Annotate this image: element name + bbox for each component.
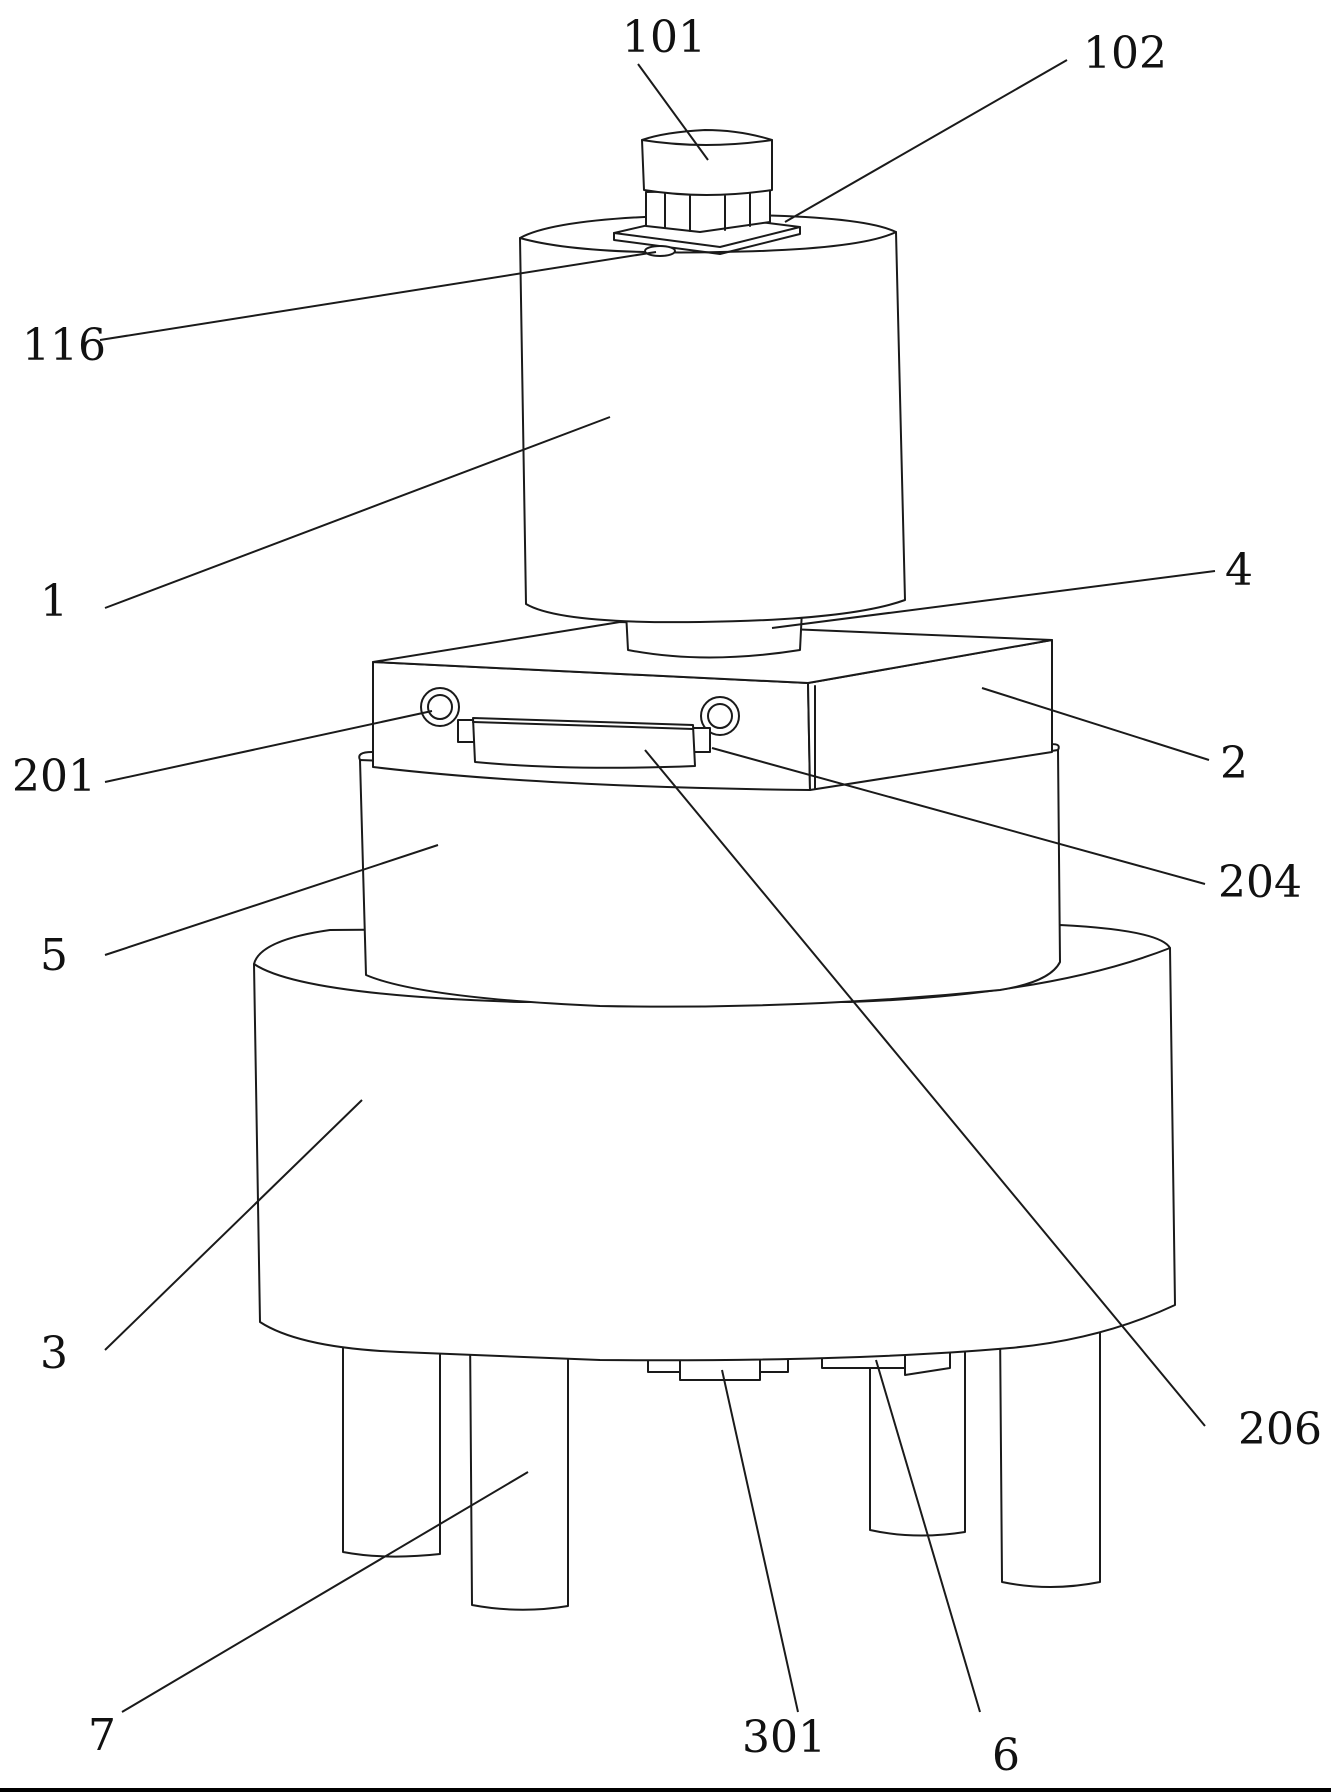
leader-201 [104, 710, 433, 783]
label-7: 7 [88, 1710, 116, 1761]
leader-101 [637, 63, 709, 161]
circle-right [700, 696, 740, 736]
leader-102 [784, 59, 1068, 223]
labels: 101 102 116 1 4 2 201 204 5 3 206 7 301 … [12, 12, 1322, 1781]
leader-1 [104, 416, 611, 609]
leader-204 [711, 747, 1206, 885]
leader-3 [104, 1099, 363, 1351]
top-assembly [613, 129, 801, 257]
label-5: 5 [40, 930, 68, 981]
sensor-116 [644, 245, 676, 257]
leg-back-left [342, 1319, 441, 1558]
middle-cylinder [358, 743, 1061, 1008]
leg-front-right [999, 1319, 1101, 1588]
label-206: 206 [1238, 1404, 1322, 1455]
leader-lines [99, 59, 1216, 1713]
label-3: 3 [40, 1328, 68, 1379]
label-102: 102 [1083, 28, 1167, 79]
leader-5 [104, 844, 439, 956]
leg-front-left [469, 1329, 569, 1611]
upper-cylinder [519, 214, 906, 624]
middle-body [359, 749, 1061, 1008]
leader-2 [981, 687, 1210, 761]
leg-back-right [869, 1334, 966, 1537]
leader-301 [721, 1369, 799, 1713]
circle-201-left [420, 687, 460, 727]
leader-116 [99, 251, 657, 341]
leader-4 [771, 570, 1216, 629]
label-116: 116 [22, 320, 106, 371]
slot-206 [472, 717, 696, 769]
upper-body [519, 214, 906, 624]
leader-7 [121, 1471, 529, 1713]
label-204: 204 [1218, 857, 1302, 908]
label-301: 301 [742, 1712, 826, 1763]
label-2: 2 [1220, 738, 1248, 789]
leader-206 [644, 749, 1206, 1427]
knob-101 [641, 129, 773, 196]
leader-6 [875, 1359, 981, 1713]
label-101: 101 [622, 12, 706, 63]
label-4: 4 [1225, 545, 1253, 596]
label-1: 1 [40, 576, 68, 627]
label-6: 6 [992, 1730, 1020, 1781]
bottom-border [0, 1788, 1331, 1792]
label-201: 201 [12, 751, 96, 802]
box-front-details [420, 687, 740, 769]
legs [342, 1319, 1101, 1611]
